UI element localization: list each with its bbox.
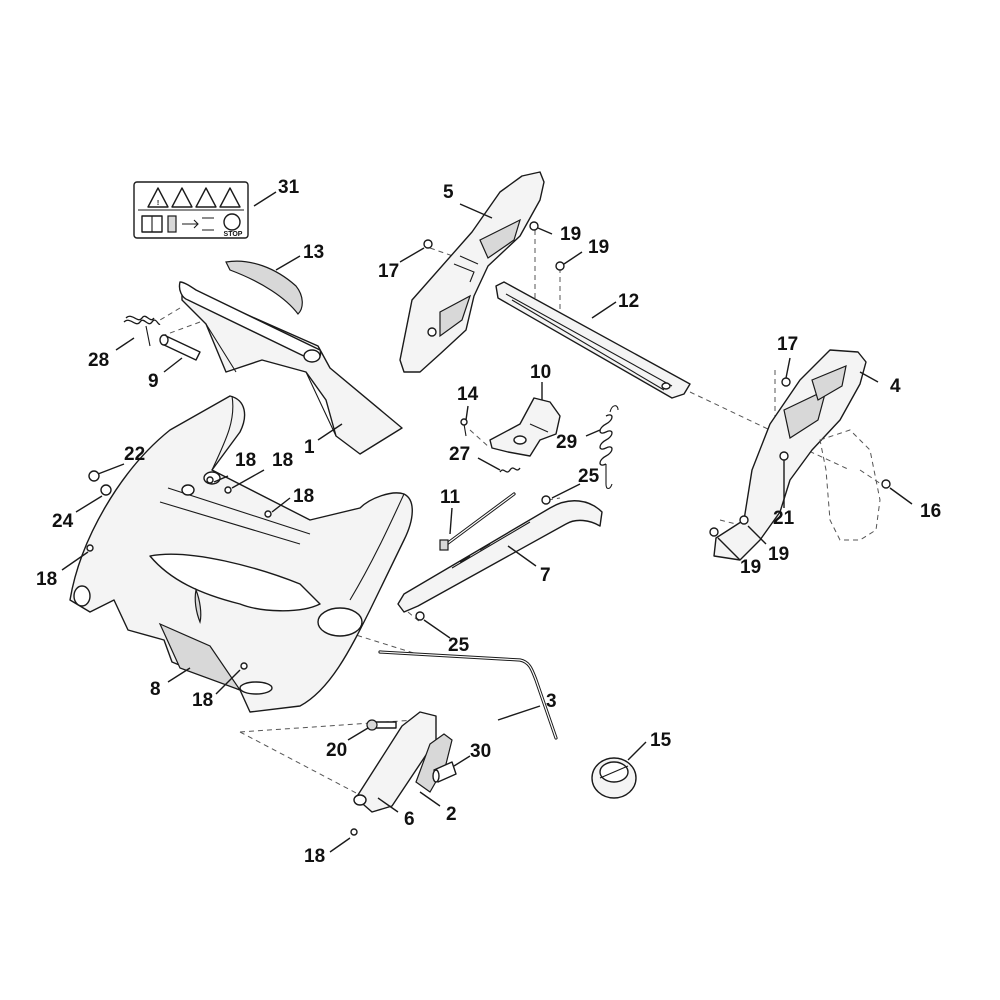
callout-17-right: 17 xyxy=(777,334,798,355)
callout-14: 14 xyxy=(457,384,479,405)
callout-1: 1 xyxy=(304,437,315,458)
callout-22: 22 xyxy=(124,444,145,465)
cross-tube-part xyxy=(495,281,691,399)
callout-5: 5 xyxy=(443,182,454,203)
callout-labels: 31 13 28 9 1 5 17 19 19 12 17 4 16 21 19… xyxy=(36,177,941,867)
connecting-rod-part xyxy=(378,650,558,740)
callout-18-e: 18 xyxy=(192,690,213,711)
callout-18-d: 18 xyxy=(36,569,57,590)
callout-19-c: 19 xyxy=(768,544,789,565)
bolt-part xyxy=(366,719,397,731)
lever-bracket-part xyxy=(489,397,561,457)
handle-cover-part xyxy=(225,260,303,315)
extension-spring-part xyxy=(599,405,619,490)
ghost-mount-outline xyxy=(819,429,881,541)
callout-27: 27 xyxy=(449,444,470,465)
pivot-pin-part xyxy=(159,334,201,361)
sleeve-part xyxy=(432,761,457,783)
callout-30: 30 xyxy=(470,741,491,762)
manual-book-icon xyxy=(141,215,163,233)
callout-25-top: 25 xyxy=(578,466,600,487)
callout-24: 24 xyxy=(52,511,74,532)
callout-11: 11 xyxy=(440,487,461,508)
hazard-triangle-icon: ! xyxy=(147,187,241,208)
clamp-part xyxy=(415,733,453,793)
small-screw-part xyxy=(460,418,468,437)
callout-12: 12 xyxy=(618,291,639,312)
lower-handle-housing-part xyxy=(69,395,413,713)
callout-18-a: 18 xyxy=(235,450,256,471)
svg-text:!: ! xyxy=(157,200,159,207)
callout-31: 31 xyxy=(278,177,300,198)
callout-2: 2 xyxy=(446,804,457,825)
callout-18-f: 18 xyxy=(304,846,325,867)
callout-8: 8 xyxy=(150,679,161,700)
callout-9: 9 xyxy=(148,371,159,392)
callout-4: 4 xyxy=(890,376,901,397)
lower-bracket-part xyxy=(353,711,437,813)
callout-19-a: 19 xyxy=(560,224,581,245)
handle-spring-part xyxy=(123,315,161,347)
fasteners xyxy=(86,221,891,836)
callout-6: 6 xyxy=(404,809,415,830)
arrows-icon xyxy=(182,217,214,231)
callout-3: 3 xyxy=(546,691,557,712)
stop-blade-icon xyxy=(223,213,241,231)
callout-21: 21 xyxy=(773,508,795,529)
callout-28: 28 xyxy=(88,350,109,371)
retaining-clip-part xyxy=(541,495,551,505)
callout-15: 15 xyxy=(650,730,672,751)
callout-29: 29 xyxy=(556,432,577,453)
warning-label-part: ! STOP xyxy=(133,181,249,239)
person-icon xyxy=(167,215,177,233)
stop-text: STOP xyxy=(224,231,243,238)
callout-13: 13 xyxy=(303,242,324,263)
callout-19-d: 19 xyxy=(740,557,761,578)
callout-18-c: 18 xyxy=(293,486,314,507)
retaining-clip-part xyxy=(415,611,425,621)
adjust-knob-part xyxy=(591,757,637,799)
leader-lines xyxy=(61,191,913,853)
height-adjust-lever-part xyxy=(397,500,603,613)
small-spring-part xyxy=(499,467,521,473)
callout-19-b: 19 xyxy=(588,237,609,258)
upper-handle-part xyxy=(178,281,403,455)
callout-20: 20 xyxy=(326,740,347,761)
left-side-panel-part xyxy=(399,171,545,373)
callout-7: 7 xyxy=(540,565,551,586)
callout-18-b: 18 xyxy=(272,450,293,471)
adjustment-rack-part xyxy=(439,492,516,551)
callout-16: 16 xyxy=(920,501,941,522)
callout-17-left: 17 xyxy=(378,261,399,282)
callout-25-bottom: 25 xyxy=(448,635,470,656)
callout-10: 10 xyxy=(530,362,551,383)
right-side-panel-part xyxy=(713,349,867,561)
